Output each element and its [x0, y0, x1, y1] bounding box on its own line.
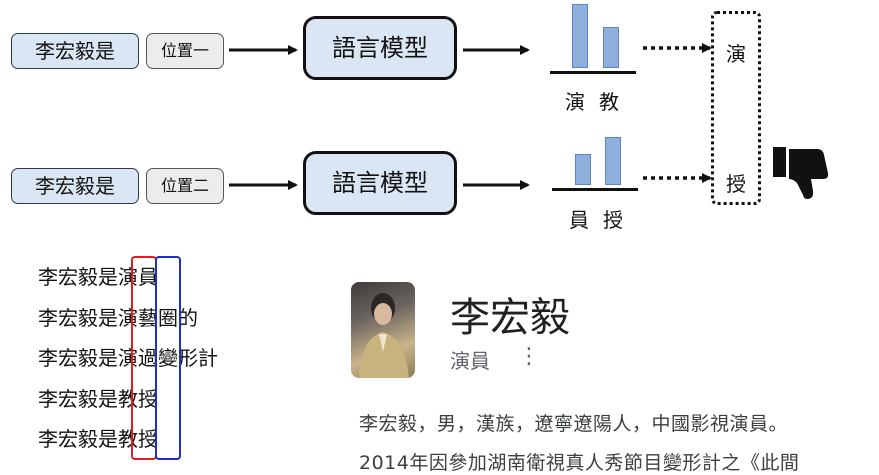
- token-label-1b: 教: [599, 90, 619, 114]
- sampled-output-2: 授: [726, 172, 746, 196]
- position-one-highlight: [131, 256, 157, 460]
- position-box-2: 位置二: [146, 168, 224, 204]
- prob-bar-1b: [603, 27, 619, 68]
- language-model-box-2: 語言模型: [303, 151, 457, 215]
- sampled-output-box: [711, 11, 761, 205]
- distribution-baseline-2: [552, 188, 638, 191]
- token-label-1a: 演: [565, 90, 585, 114]
- sampled-output-1: 演: [726, 42, 746, 66]
- prompt-box-1: 李宏毅是: [11, 33, 139, 69]
- prob-bar-2a: [575, 154, 591, 185]
- token-label-2b: 授: [603, 208, 623, 232]
- position-two-highlight: [155, 256, 181, 460]
- candidate-sentence-5: 李宏毅是教授: [38, 427, 158, 451]
- prob-bar-1a: [572, 4, 588, 68]
- prob-bar-2b: [605, 137, 621, 185]
- entity-description-line-1: 李宏毅，男，漢族，遼寧遼陽人，中國影視演員。: [359, 413, 789, 435]
- position-box-1: 位置一: [146, 33, 224, 69]
- language-model-box-1: 語言模型: [303, 16, 457, 80]
- candidate-sentence-4: 李宏毅是教授: [38, 387, 158, 411]
- profile-photo: [351, 282, 415, 378]
- candidate-sentence-3: 李宏毅是演過變形計: [38, 346, 218, 370]
- entity-description-line-2: 2014年因參加湖南衛視真人秀節目變形計之《此間: [359, 452, 800, 474]
- distribution-baseline-1: [550, 71, 636, 74]
- token-label-2a: 員: [569, 208, 589, 232]
- candidate-sentence-2: 李宏毅是演藝圈的: [38, 306, 198, 330]
- prompt-box-2: 李宏毅是: [11, 168, 139, 204]
- entity-subtitle: 演員: [450, 349, 490, 373]
- candidate-sentence-1: 李宏毅是演員: [38, 265, 158, 289]
- more-options-icon[interactable]: ⋮: [518, 344, 540, 369]
- thumbs-down-icon: [773, 147, 829, 199]
- entity-title: 李宏毅: [450, 295, 570, 341]
